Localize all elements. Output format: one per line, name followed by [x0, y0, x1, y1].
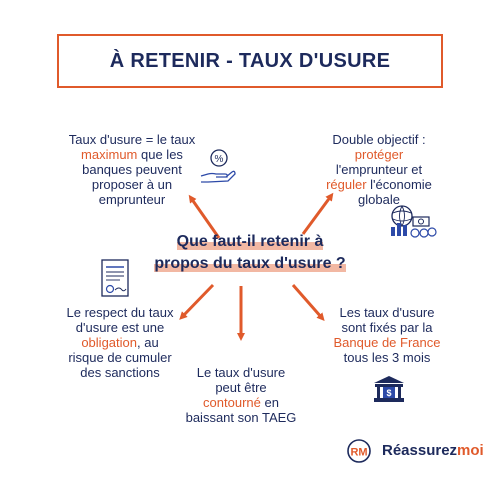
arrow-top-left — [188, 194, 221, 239]
bdf-line4: tous les 3 mois — [343, 350, 431, 365]
title-box: À RETENIR - TAUX D'USURE — [57, 34, 443, 88]
percent-hand-icon: % — [200, 149, 236, 183]
obligation-line3: obligation, au — [50, 335, 190, 350]
obligation-line1: Le respect du taux — [66, 305, 174, 320]
definition-line1: Taux d'usure = le taux — [68, 132, 196, 147]
document-icon — [101, 259, 129, 297]
obligation-line3-rest: , au — [136, 335, 159, 350]
objective-highlight-regulate: réguler — [326, 177, 367, 192]
brand-name-accent: moi — [457, 442, 484, 459]
definition-line2: maximum que les — [52, 147, 212, 162]
obligation-highlight: obligation — [81, 335, 137, 350]
workaround-line3: contourné en — [176, 395, 306, 410]
bdf-highlight: Banque de France — [333, 335, 441, 350]
definition-highlight: maximum — [81, 147, 138, 162]
block-workaround: Le taux d'usure peut être contourné en b… — [176, 365, 306, 425]
workaround-line1: Le taux d'usure — [196, 365, 286, 380]
brand-name-main: Réassurez — [382, 442, 458, 459]
definition-line5: emprunteur — [98, 192, 166, 207]
obligation-line2: d'usure est une — [75, 320, 165, 335]
workaround-highlight: contourné — [203, 395, 261, 410]
svg-text:$: $ — [386, 388, 391, 398]
bank-icon: $ — [374, 376, 404, 402]
bdf-line2: sont fixés par la — [341, 320, 433, 335]
objective-line5: globale — [358, 192, 400, 207]
block-banque-de-france: Les taux d'usure sont fixés par la Banqu… — [323, 305, 451, 365]
workaround-line2: peut être — [215, 380, 267, 395]
arrow-top-right — [301, 192, 334, 235]
definition-line2-rest: que les — [137, 147, 183, 162]
brand-logo-letters: RM — [350, 447, 367, 459]
center-question-line1: Que faut-il retenir à — [176, 233, 324, 250]
brand-name: Réassurezmoi — [382, 442, 484, 459]
objective-line1: Double objectif : — [332, 132, 426, 147]
block-objective: Double objectif : protéger l'emprunteur … — [309, 132, 449, 207]
objective-line3: l'emprunteur et — [335, 162, 423, 177]
workaround-line4: baissant son TAEG — [185, 410, 297, 425]
center-question: Que faut-il retenir à propos du taux d'u… — [140, 231, 360, 275]
objective-line4: réguler l'économie — [309, 177, 449, 192]
block-definition: Taux d'usure = le taux maximum que les b… — [52, 132, 212, 207]
objective-line4-rest: l'économie — [366, 177, 432, 192]
objective-highlight-protect: protéger — [354, 147, 404, 162]
brand-logo-icon: RM — [347, 439, 371, 463]
workaround-line3-rest: en — [260, 395, 279, 410]
economy-icon — [391, 205, 437, 238]
arrow-right — [291, 284, 325, 322]
block-obligation: Le respect du taux d'usure est une oblig… — [50, 305, 190, 380]
definition-line4: proposer à un — [91, 177, 173, 192]
center-question-line2: propos du taux d'usure ? — [154, 255, 346, 272]
definition-line3: banques peuvent — [82, 162, 182, 177]
arrow-left — [179, 283, 215, 320]
page-title: À RETENIR - TAUX D'USURE — [109, 49, 391, 72]
obligation-line4: risque de cumuler — [68, 350, 172, 365]
bdf-line1: Les taux d'usure — [339, 305, 435, 320]
svg-text:%: % — [215, 154, 224, 165]
obligation-line5: des sanctions — [80, 365, 160, 380]
